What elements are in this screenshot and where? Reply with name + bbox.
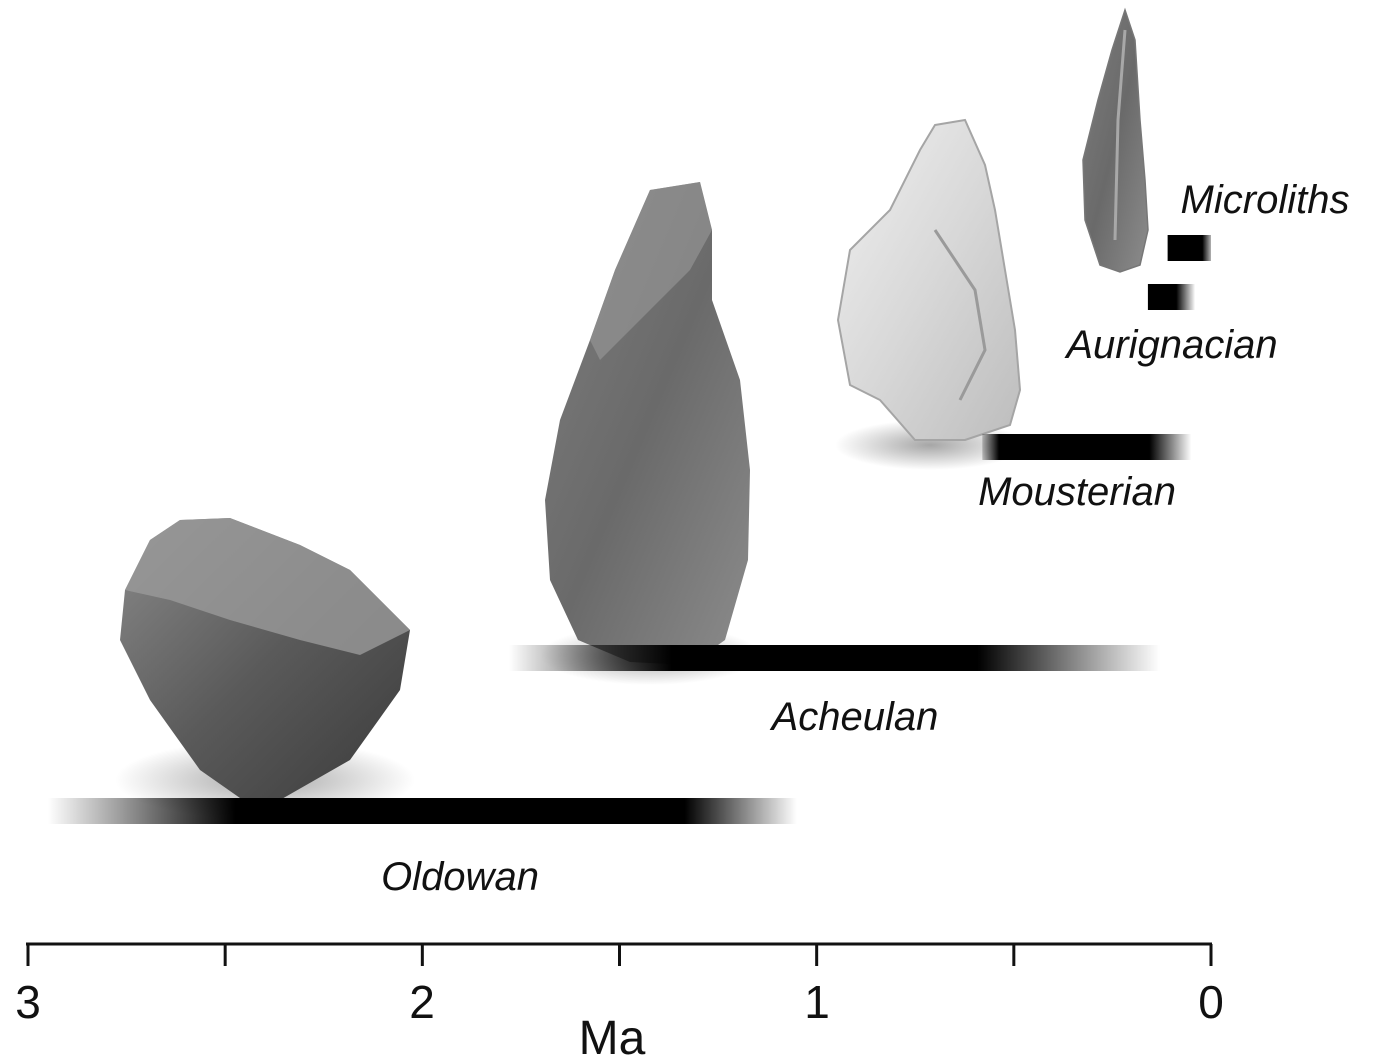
mousterian-range-bar xyxy=(982,434,1191,460)
oldowan-range-bar xyxy=(48,798,797,824)
acheulan-label: Acheulan xyxy=(770,695,939,739)
acheulan-handaxe-image xyxy=(540,182,760,685)
tick-label-3: 3 xyxy=(15,976,41,1028)
microliths-range-bar xyxy=(1168,235,1211,261)
tool-images xyxy=(115,10,1148,820)
aurignacian-label: Aurignacian xyxy=(1064,323,1277,367)
mousterian-label: Mousterian xyxy=(978,470,1176,514)
axis-ticks xyxy=(28,944,1211,966)
acheulan-range-bar xyxy=(509,645,1160,671)
time-axis: 3 2 1 0 Ma xyxy=(15,944,1224,1059)
tick-label-1: 1 xyxy=(804,976,830,1028)
microliths-label: Microliths xyxy=(1181,178,1350,222)
tick-label-0: 0 xyxy=(1198,976,1224,1028)
oldowan-label: Oldowan xyxy=(381,855,539,899)
aurignacian-range-bar xyxy=(1148,284,1195,310)
microlith-blade-image xyxy=(1083,10,1148,272)
axis-unit-label: Ma xyxy=(579,1012,646,1059)
oldowan-chopper-image xyxy=(115,518,415,820)
mousterian-point-image xyxy=(835,120,1025,470)
tick-label-2: 2 xyxy=(409,976,435,1028)
